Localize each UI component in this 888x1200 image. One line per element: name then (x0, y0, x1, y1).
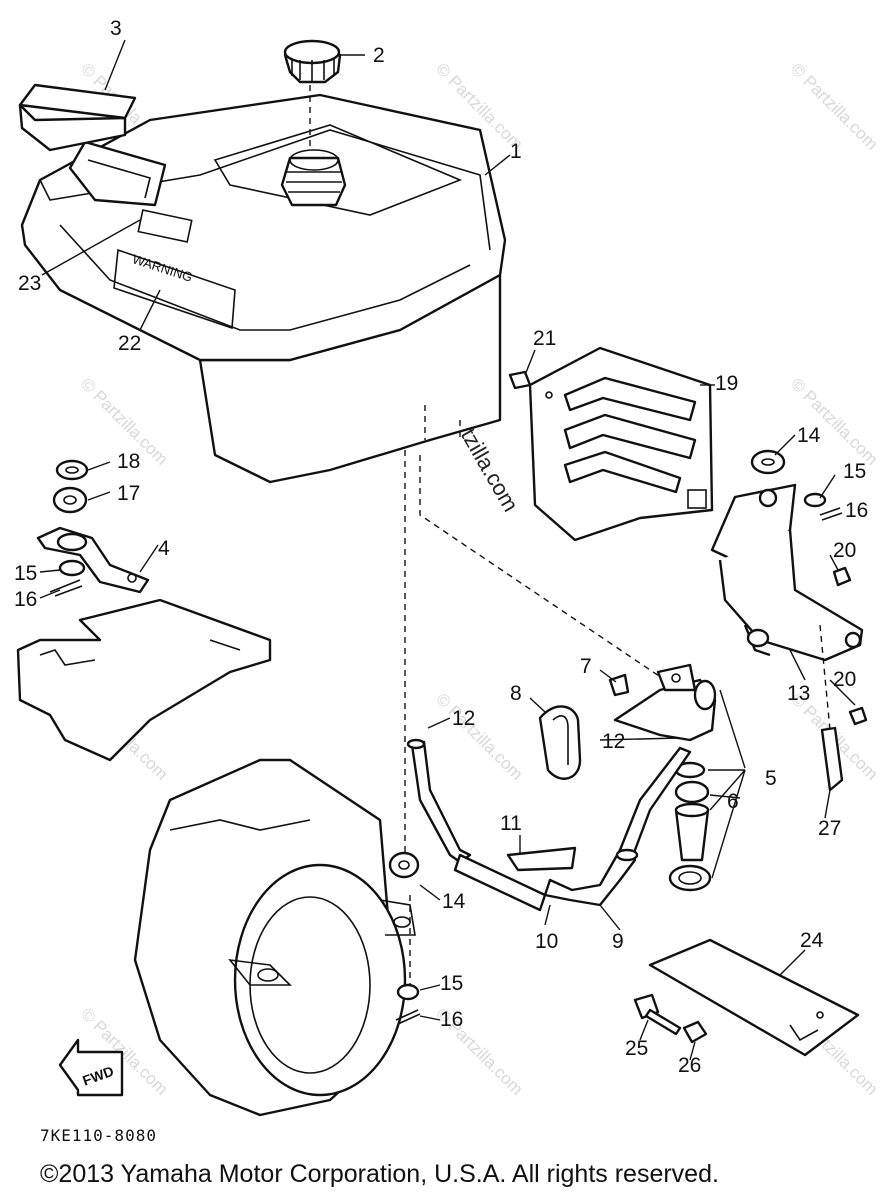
callout-23: 23 (18, 272, 41, 295)
callout-25: 25 (625, 1037, 648, 1060)
callout-22: 22 (118, 332, 141, 355)
bolt-25 (633, 993, 682, 1036)
callout-7: 7 (580, 655, 592, 678)
callout-labels: 1 2 3 4 5 6 7 8 9 10 11 12 12 13 14 14 1… (14, 17, 868, 1077)
callout-15a: 15 (14, 562, 37, 585)
tank-bracket (710, 483, 864, 662)
bolt-21 (508, 370, 532, 390)
callout-6: 6 (727, 790, 739, 813)
callout-11: 11 (500, 812, 522, 835)
fuel-cap (283, 39, 342, 84)
leader-lines (39, 39, 856, 1061)
callout-2: 2 (373, 44, 385, 67)
callout-10: 10 (535, 930, 558, 953)
callout-24: 24 (800, 929, 824, 952)
hose-clamp-bracket (506, 846, 577, 872)
callout-8: 8 (510, 682, 522, 705)
callout-27: 27 (818, 817, 841, 840)
callout-21: 21 (533, 327, 556, 350)
callout-20a: 20 (833, 539, 856, 562)
callout-9: 9 (612, 930, 624, 953)
callout-3: 3 (110, 17, 122, 40)
callout-17: 17 (117, 482, 140, 505)
callout-19: 19 (715, 372, 738, 395)
drawing-code: 7KE110-8080 (40, 1126, 157, 1145)
forward-arrow: FWD (58, 1038, 124, 1097)
nut-26 (682, 1020, 708, 1044)
callout-14a: 14 (797, 424, 821, 447)
watermark: © Partzilla.com (787, 374, 881, 468)
callout-16c: 16 (440, 1008, 463, 1031)
fuel-cock (608, 663, 717, 892)
callout-16a: 16 (14, 588, 37, 611)
callout-15b: 15 (843, 460, 866, 483)
rear-bracket (36, 526, 150, 594)
callout-15c: 15 (440, 972, 463, 995)
callout-13: 13 (787, 682, 810, 705)
fan-housing (133, 758, 416, 1117)
callout-20b: 20 (833, 668, 856, 691)
heat-shield (528, 346, 714, 542)
assembly-lines (309, 85, 831, 985)
callout-18: 18 (117, 450, 140, 473)
mount-hardware-left (49, 459, 89, 597)
callout-16b: 16 (845, 499, 868, 522)
callout-12b: 12 (602, 730, 625, 753)
callout-14b: 14 (442, 890, 466, 913)
watermark: © Partzilla.com (787, 59, 881, 153)
under-tray (648, 938, 860, 1057)
callout-26: 26 (678, 1054, 701, 1077)
callout-5: 5 (765, 767, 777, 790)
mount-hardware-center (388, 851, 421, 1025)
tank-cover-plate (18, 83, 137, 152)
mount-hardware-right (750, 449, 868, 792)
callout-1: 1 (510, 140, 522, 163)
callout-12a: 12 (452, 707, 475, 730)
engine-shroud-upper (16, 598, 272, 762)
copyright-notice: ©2013 Yamaha Motor Corporation, U.S.A. A… (40, 1160, 719, 1188)
callout-4: 4 (158, 537, 170, 560)
fuel-hoses (406, 705, 692, 912)
fuel-tank: WARNING (20, 93, 507, 484)
